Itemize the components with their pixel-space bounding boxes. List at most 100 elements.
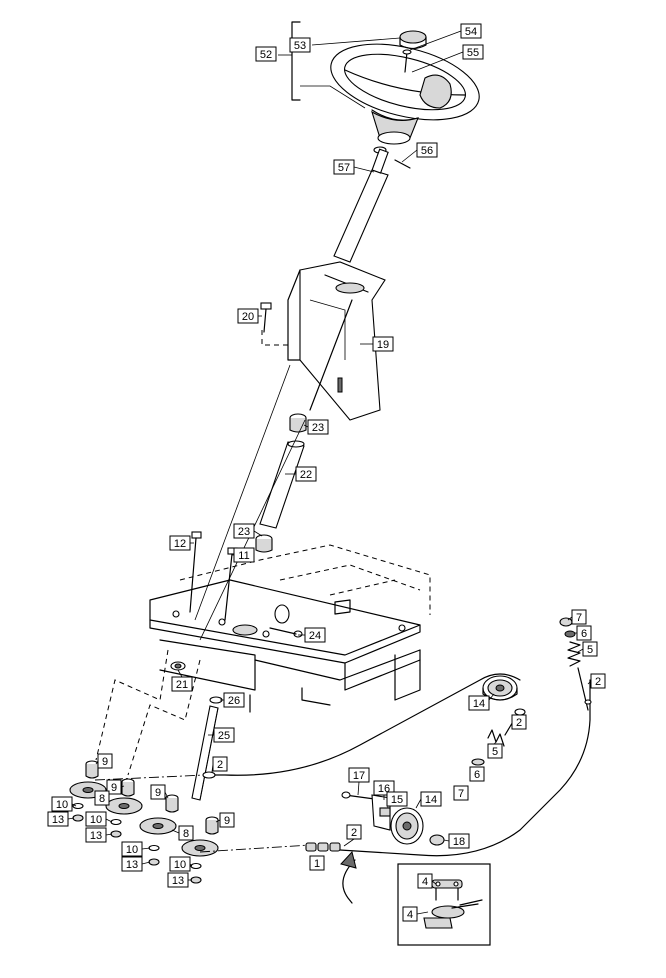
leader-line xyxy=(431,880,437,885)
callout-c11: 11 xyxy=(232,547,255,563)
callout-c14a: 14 xyxy=(468,693,495,711)
pulley-upper xyxy=(482,675,518,701)
callout-number: 15 xyxy=(391,794,403,806)
callout-c55: 55 xyxy=(411,44,484,73)
callout-number: 26 xyxy=(228,695,240,707)
callout-c13c: 13 xyxy=(121,856,151,872)
callout-box xyxy=(255,46,277,62)
leader-line xyxy=(311,37,401,46)
leader-line xyxy=(488,693,495,701)
callout-box xyxy=(487,743,503,759)
callout-box xyxy=(460,23,482,39)
callout-number: 22 xyxy=(300,469,312,481)
callout-box xyxy=(233,547,255,563)
leader-line xyxy=(577,648,584,653)
spacer-9c xyxy=(165,794,179,813)
callout-number: 6 xyxy=(581,628,587,640)
leader-line xyxy=(141,847,151,850)
callout-box xyxy=(178,825,194,841)
callout-number: 2 xyxy=(351,827,357,839)
leader-line xyxy=(567,616,573,621)
callout-c52: 52 xyxy=(255,46,277,62)
bushing-lower xyxy=(255,534,273,553)
callout-c9b: 9 xyxy=(106,779,125,795)
callout-number: 8 xyxy=(99,793,105,805)
cable-end-2c xyxy=(202,771,216,779)
leader-line xyxy=(411,51,464,73)
callout-c9d: 9 xyxy=(215,812,235,828)
callout-box xyxy=(213,727,235,743)
callout-number: 23 xyxy=(312,422,324,434)
callout-c9a: 9 xyxy=(95,753,113,769)
callout-box xyxy=(307,419,329,435)
callout-number: 23 xyxy=(238,526,250,538)
chain-line-a xyxy=(94,774,206,781)
callout-number: 9 xyxy=(102,756,108,768)
callout-box xyxy=(167,872,189,888)
bolt-20 xyxy=(260,302,272,333)
callout-number: 13 xyxy=(126,859,138,871)
callout-box xyxy=(51,796,73,812)
tube-22 xyxy=(259,440,305,529)
callout-box xyxy=(121,856,143,872)
leader-line xyxy=(415,798,422,809)
callout-c14b: 14 xyxy=(415,791,442,809)
sprocket-8c xyxy=(139,817,177,835)
callout-c6a: 6 xyxy=(574,625,592,641)
callout-c13b: 13 xyxy=(85,827,113,843)
callout-number: 17 xyxy=(353,770,365,782)
callout-box xyxy=(304,627,326,643)
leader-line xyxy=(215,819,221,823)
callout-box xyxy=(237,308,259,324)
sprocket-8d xyxy=(181,839,219,857)
callout-c53: 53 xyxy=(289,37,401,53)
callout-box xyxy=(453,785,469,801)
callout-c18: 18 xyxy=(443,833,470,849)
callout-number: 24 xyxy=(309,630,321,642)
leader-line xyxy=(409,30,462,51)
callout-c13a: 13 xyxy=(47,811,75,827)
callout-number: 13 xyxy=(52,814,64,826)
callout-number: 54 xyxy=(465,26,477,38)
chain xyxy=(305,842,341,852)
callout-box xyxy=(417,873,433,889)
callout-number: 8 xyxy=(183,828,189,840)
callout-number: 57 xyxy=(338,162,350,174)
roll-pin xyxy=(394,159,411,169)
callout-c13d: 13 xyxy=(167,872,192,888)
spacer-9b xyxy=(121,778,135,797)
callout-c7a: 7 xyxy=(567,609,587,625)
sprocket-8b xyxy=(105,797,143,815)
callout-box xyxy=(85,811,107,827)
callout-number: 1 xyxy=(314,858,320,870)
callout-number: 9 xyxy=(155,787,161,799)
callout-number: 4 xyxy=(422,876,428,888)
steering-shaft xyxy=(333,146,389,263)
callout-box xyxy=(47,811,69,827)
callout-c7b: 7 xyxy=(453,785,469,801)
frame-plate xyxy=(149,544,431,713)
callout-number: 2 xyxy=(595,676,601,688)
steering-wheel xyxy=(330,43,480,145)
callout-box xyxy=(469,766,485,782)
callout-box xyxy=(402,906,418,922)
callout-c22: 22 xyxy=(285,466,317,482)
callout-box xyxy=(94,790,110,806)
bushing-upper xyxy=(289,413,307,433)
callout-number: 21 xyxy=(176,679,188,691)
callout-number: 11 xyxy=(238,550,249,562)
callout-c10c: 10 xyxy=(121,841,151,857)
dash-link-a xyxy=(95,649,169,761)
callout-c57: 57 xyxy=(333,159,375,175)
callout-number: 20 xyxy=(242,311,254,323)
callout-number: 10 xyxy=(90,814,102,826)
callout-box xyxy=(346,824,362,840)
wheel-screw xyxy=(402,49,412,73)
callout-number: 52 xyxy=(260,49,272,61)
callout-box xyxy=(462,44,484,60)
callout-box xyxy=(169,535,191,551)
callout-box xyxy=(171,676,193,692)
callout-c9c: 9 xyxy=(150,784,169,800)
